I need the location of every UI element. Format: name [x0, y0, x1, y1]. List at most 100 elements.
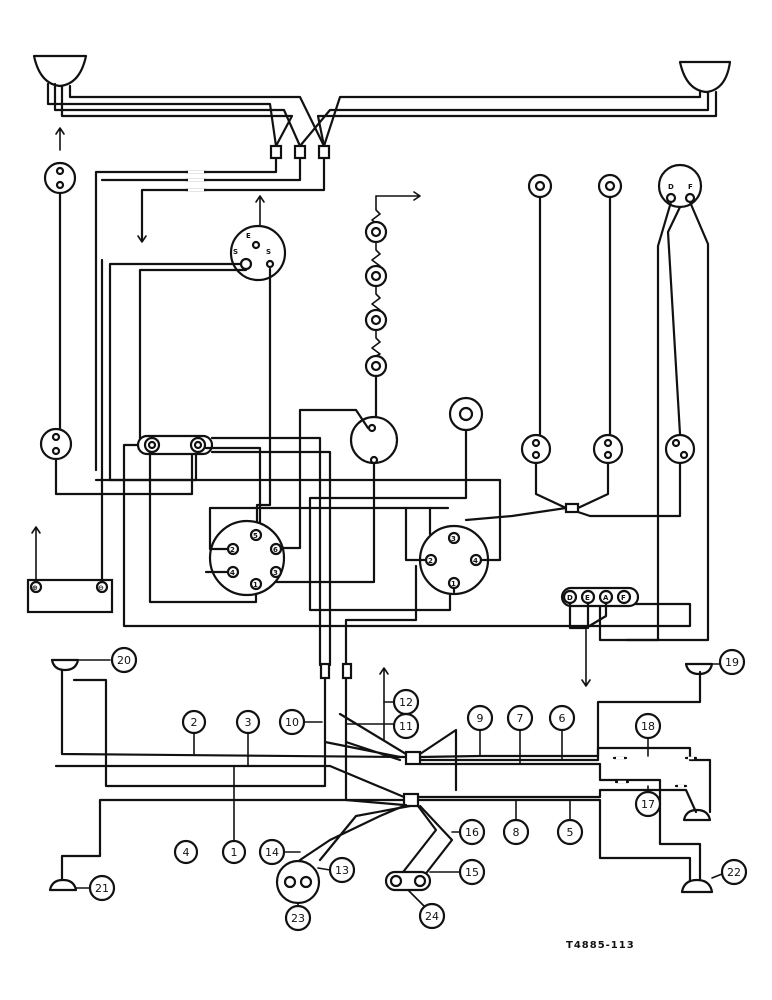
left-unit-terminal-5: 5 — [253, 532, 258, 540]
inline-connector — [564, 502, 580, 514]
svg-text:4: 4 — [183, 846, 190, 859]
svg-text:19: 19 — [725, 656, 739, 669]
panel-socket-3 — [664, 433, 696, 465]
callout-19: 19 — [711, 648, 746, 676]
top-harness — [46, 82, 718, 148]
callout-13: 13 — [317, 856, 356, 884]
horn-relay — [349, 415, 399, 465]
callout-7: 7 — [506, 704, 534, 765]
callout-17: 17 — [634, 785, 662, 818]
side-lamp-upper-left — [43, 161, 77, 195]
battery-positive: ⊕ — [32, 584, 38, 592]
callout-21: 21 — [75, 874, 116, 902]
callouts: 20 19 2 3 10 12 11 9 7 6 18 17 1 4 14 8 … — [75, 646, 748, 932]
battery: ⊕ ⊖ — [26, 578, 114, 614]
svg-text:7: 7 — [517, 712, 524, 725]
switch-terminal-s2: S — [266, 248, 271, 256]
svg-text:2: 2 — [191, 716, 198, 729]
switch-terminal-e: E — [246, 232, 251, 240]
dynamo: D F — [657, 163, 703, 209]
panel-socket-1 — [520, 433, 552, 465]
callout-14: 14 — [258, 838, 301, 866]
callout-23: 23 — [284, 902, 312, 932]
lighting-switch: E S S — [229, 224, 287, 282]
svg-text:22: 22 — [727, 866, 741, 879]
callout-8: 8 — [502, 799, 530, 846]
panel-socket-2 — [592, 433, 624, 465]
callout-22: 22 — [711, 858, 748, 886]
figure-reference: T4885-113 — [566, 940, 635, 951]
svg-text:15: 15 — [465, 866, 479, 879]
left-unit-terminal-2: 2 — [230, 546, 235, 554]
flasher-unit — [448, 396, 484, 432]
svg-text:18: 18 — [641, 720, 655, 733]
right-unit-terminal-4: 4 — [473, 557, 478, 565]
svg-text:9: 9 — [477, 712, 484, 725]
left-unit-terminal-4: 4 — [230, 569, 235, 577]
callout-10: 10 — [278, 708, 323, 736]
svg-text:13: 13 — [335, 864, 349, 877]
control-unit-left: 5 2 6 4 3 1 — [208, 519, 286, 597]
side-lamp-lower-left — [39, 427, 73, 461]
horn-lower-left-top — [50, 658, 80, 672]
left-unit-terminal-3: 3 — [273, 569, 278, 577]
switch-terminal-s1: S — [233, 248, 238, 256]
horn-lower-right-far — [680, 878, 714, 894]
svg-text:21: 21 — [95, 882, 109, 895]
regulator-terminal-f: F — [621, 594, 626, 602]
callout-12: 12 — [383, 688, 420, 716]
callout-1: 1 — [221, 765, 247, 865]
callout-6: 6 — [548, 704, 576, 761]
callout-16: 16 — [451, 818, 486, 846]
right-unit-terminal-2: 2 — [428, 557, 433, 565]
svg-text:6: 6 — [559, 712, 566, 725]
horn-lower-right-bottom — [682, 808, 712, 822]
panel-lamp-1 — [527, 173, 553, 199]
svg-text:5: 5 — [567, 826, 574, 839]
svg-text:20: 20 — [117, 654, 131, 667]
regulator-terminal-a: A — [603, 594, 609, 602]
callout-15: 15 — [429, 858, 486, 886]
horn-lower-left-bottom — [48, 878, 78, 892]
svg-text:17: 17 — [641, 798, 655, 811]
resistor-lamp-chain — [364, 191, 421, 422]
callout-5: 5 — [556, 799, 584, 846]
callout-4: 4 — [173, 839, 199, 865]
right-unit-terminal-3: 3 — [451, 535, 456, 543]
headlamp-right — [678, 60, 732, 94]
right-unit-terminal-1: 1 — [451, 580, 456, 588]
callout-9: 9 — [466, 704, 494, 757]
svg-text:11: 11 — [399, 720, 413, 733]
control-unit-right: 3 2 4 1 — [418, 524, 490, 596]
dynamo-terminal-d: D — [668, 183, 674, 191]
left-unit-terminal-1: 1 — [253, 581, 258, 589]
callout-24: 24 — [407, 889, 446, 930]
callout-2: 2 — [181, 709, 207, 755]
svg-text:10: 10 — [285, 716, 299, 729]
svg-text:16: 16 — [465, 826, 479, 839]
rear-lamp-right — [384, 870, 432, 892]
earth-symbols — [31, 127, 591, 741]
panel-lamp-2 — [597, 173, 623, 199]
svg-text:14: 14 — [265, 846, 279, 859]
callout-3: 3 — [235, 709, 261, 767]
lower-harness — [54, 662, 712, 882]
svg-text:8: 8 — [513, 826, 520, 839]
svg-text:1: 1 — [231, 846, 238, 859]
voltage-regulator: D E A F — [560, 586, 640, 608]
battery-negative: ⊖ — [98, 584, 104, 592]
left-unit-terminal-6: 6 — [273, 546, 278, 554]
callout-18: 18 — [634, 712, 662, 757]
svg-text:12: 12 — [399, 696, 413, 709]
callout-11: 11 — [345, 712, 420, 740]
wire — [94, 156, 278, 472]
callout-20: 20 — [77, 646, 138, 674]
svg-text:3: 3 — [245, 716, 252, 729]
junction-connectors — [269, 144, 331, 160]
svg-text:23: 23 — [291, 912, 305, 925]
svg-text:24: 24 — [425, 910, 439, 923]
regulator-terminal-d: D — [567, 594, 573, 602]
junction-block-centre — [136, 434, 214, 456]
